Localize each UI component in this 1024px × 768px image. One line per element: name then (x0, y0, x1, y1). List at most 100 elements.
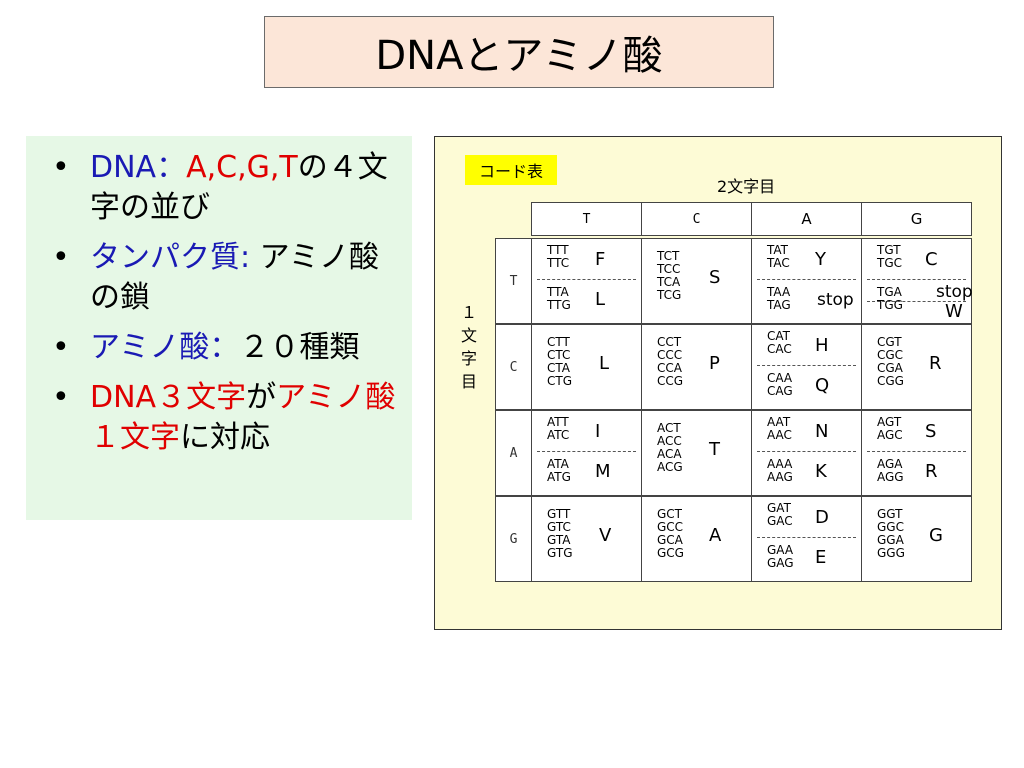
codon-text: TGA (877, 285, 902, 299)
codon-text: GGC (877, 520, 904, 534)
codon-cell (861, 496, 972, 582)
codon-divider (867, 279, 966, 280)
codon-text: TCG (657, 288, 682, 302)
amino-acid-label: V (599, 525, 612, 546)
codon-text: TCT (657, 249, 680, 263)
amino-acid-label: H (815, 335, 829, 356)
amino-acid-label: S (925, 421, 937, 442)
codon-divider (757, 279, 856, 280)
bullet-list: DNA：A,C,G,Tの４文字の並び タンパク質: アミノ酸の鎖 アミノ酸：２０… (44, 148, 402, 458)
codon-divider (537, 451, 636, 452)
codon-cell (641, 410, 752, 496)
codon-text: TTA (547, 285, 569, 299)
codon-divider (757, 537, 856, 538)
amino-acid-label: C (925, 249, 938, 270)
codon-text: TGC (877, 256, 903, 270)
second-letter-label: 2文字目 (717, 177, 776, 196)
codon-text: AGT (877, 415, 902, 429)
bullet-text: DNA３文字 (90, 380, 247, 415)
codon-text: TAA (767, 285, 791, 299)
bullet-text: : (240, 240, 260, 275)
first-letter-label-char: 字 (460, 349, 477, 368)
amino-acid-label: Q (815, 375, 830, 396)
amino-acid-label: stop (817, 290, 854, 310)
codon-text: TTT (547, 243, 569, 257)
codon-text: GCC (657, 520, 684, 534)
bullet-item: DNA３文字がアミノ酸１文字に対応 (44, 378, 402, 458)
slide-title-text: DNAとアミノ酸 (375, 33, 663, 79)
codon-text: AAA (767, 457, 793, 471)
first-letter-label-char: １ (460, 303, 477, 322)
codon-text: CGC (877, 348, 904, 362)
bullet-text: の４文字の並び (90, 150, 388, 225)
codon-text: CTT (547, 335, 570, 349)
codon-text: AGA (877, 457, 903, 471)
codon-text: ATT (547, 415, 569, 429)
bullet-text: アミノ酸１文字 (90, 380, 396, 455)
codon-cell (531, 410, 642, 496)
column-header: A (751, 202, 862, 236)
column-header: C (641, 202, 752, 236)
first-letter-label-char: 目 (460, 372, 477, 391)
bullet-text: に対応 (180, 420, 270, 455)
codon-text: GTT (547, 507, 571, 521)
codon-text: CGA (877, 361, 903, 375)
codon-text: TAC (767, 256, 790, 270)
codon-text: CTG (547, 374, 573, 388)
amino-acid-label: N (815, 421, 829, 442)
bullet-text: が (246, 380, 277, 415)
codon-text: CCG (657, 374, 684, 388)
codon-cell (861, 410, 972, 496)
codon-text: TAT (767, 243, 789, 257)
bullet-item: DNA：A,C,G,Tの４文字の並び (44, 148, 402, 228)
codon-text: ACA (657, 447, 682, 461)
amino-acid-label: T (709, 439, 720, 460)
amino-acid-label: R (929, 353, 942, 374)
codon-text: ATG (547, 470, 571, 484)
bullet-text: アミノ酸 (90, 330, 210, 365)
codon-text: CAG (767, 384, 793, 398)
bullet-item: アミノ酸：２０種類 (44, 328, 402, 368)
amino-acid-label: Y (815, 249, 826, 270)
slide-title: DNAとアミノ酸 (264, 16, 774, 88)
codon-cell (751, 238, 862, 324)
amino-acid-label: D (815, 507, 829, 528)
codon-text: TTG (547, 298, 571, 312)
bullet-panel: DNA：A,C,G,Tの４文字の並び タンパク質: アミノ酸の鎖 アミノ酸：２０… (26, 136, 412, 520)
codon-text: CTA (547, 361, 570, 375)
codon-text: GTG (547, 546, 573, 560)
amino-acid-label: G (929, 525, 943, 546)
codon-text: CCC (657, 348, 683, 362)
codon-text: TTC (547, 256, 570, 270)
codon-text: GAA (767, 543, 794, 557)
codon-text: ACT (657, 421, 681, 435)
code-table-tag-text: コード表 (478, 162, 543, 181)
code-table-tag: コード表 (465, 155, 557, 185)
codon-text: GTC (547, 520, 571, 534)
codon-divider (867, 301, 966, 302)
amino-acid-label: L (599, 353, 610, 374)
first-letter-label: １ 文 字 目 (457, 301, 481, 393)
bullet-text: ： (209, 330, 240, 365)
amino-acid-label: M (595, 461, 611, 482)
row-header: G (495, 496, 532, 582)
codon-cell (861, 238, 972, 324)
codon-text: GGA (877, 533, 904, 547)
codon-text: ATA (547, 457, 569, 471)
amino-acid-label: K (815, 461, 827, 482)
codon-text: TCA (657, 275, 681, 289)
codon-cell (641, 238, 752, 324)
amino-acid-label: I (595, 421, 601, 442)
codon-text: GCG (657, 546, 684, 560)
codon-text: CTC (547, 348, 571, 362)
codon-text: GAT (767, 501, 791, 515)
codon-text: GGT (877, 507, 903, 521)
codon-text: GCA (657, 533, 683, 547)
codon-text: ACC (657, 434, 682, 448)
bullet-text: A,C,G,T (186, 150, 298, 185)
codon-text: ACG (657, 460, 683, 474)
first-letter-label-char: 文 (460, 326, 477, 345)
codon-cell (861, 324, 972, 410)
codon-text: TAG (767, 298, 791, 312)
